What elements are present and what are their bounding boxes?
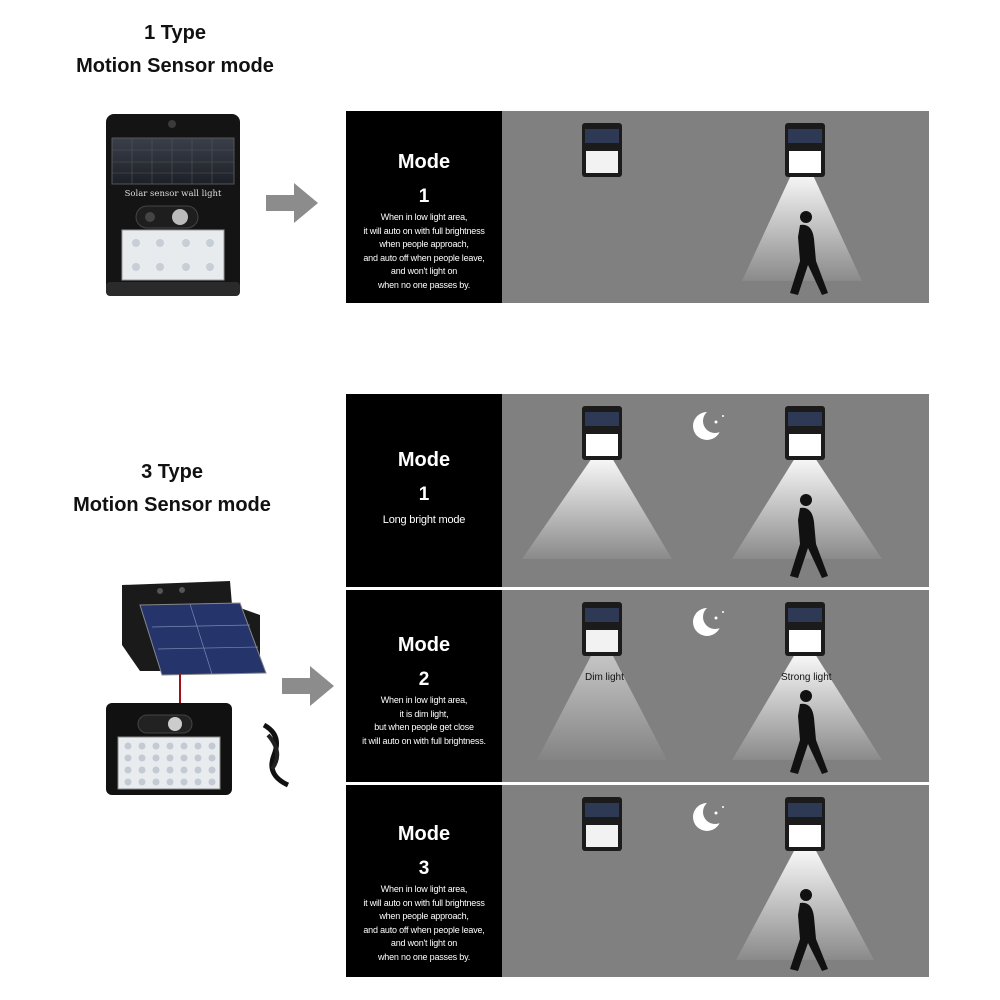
moon-icon xyxy=(693,409,727,440)
mode-info-box: Mode 2 When in low light area, it is dim… xyxy=(346,590,502,782)
led-dot xyxy=(194,742,202,750)
walking-person-icon xyxy=(790,889,828,971)
mode-scene xyxy=(502,111,929,303)
mode-number: 1 xyxy=(418,484,430,505)
led-dot xyxy=(208,766,216,774)
led-dot xyxy=(166,766,174,774)
section2-mode-label: Motion Sensor mode xyxy=(73,494,271,516)
led-dot xyxy=(180,742,188,750)
mode-number: 2 xyxy=(418,669,430,690)
mode-word: Mode xyxy=(397,823,451,845)
led-dot xyxy=(180,766,188,774)
led-dot xyxy=(208,754,216,762)
mode-word: Mode xyxy=(397,634,451,656)
walking-person-icon xyxy=(790,211,828,295)
mode-number: 1 xyxy=(418,186,430,207)
mode-panel-section1: Mode 1 When in low light area, it will a… xyxy=(346,111,929,303)
led-dot xyxy=(194,754,202,762)
dim-light-label: Dim light xyxy=(585,672,624,683)
led-dot xyxy=(138,742,146,750)
solar-light-icon xyxy=(785,123,825,177)
mode-description: When in low light area, it is dim light,… xyxy=(362,695,486,746)
led-dot xyxy=(124,742,132,750)
section2-type-label: 3 Type xyxy=(141,461,203,483)
device-printed-text: Solar sensor wall light xyxy=(125,189,222,199)
led-dot xyxy=(124,766,132,774)
mode-number: 3 xyxy=(418,858,430,879)
mode-panel-section2-mode3: Mode 3 When in low light area, it will a… xyxy=(346,785,929,977)
solar-light-icon xyxy=(582,123,622,177)
section1-type-label: 1 Type xyxy=(144,22,206,44)
moon-icon xyxy=(693,605,727,636)
mode-description: When in low light area, it will auto on … xyxy=(363,212,485,290)
led-dot xyxy=(180,778,188,786)
mode-scene: Dim light Strong light xyxy=(502,590,929,782)
mode-scene xyxy=(502,394,929,587)
section1-mode-label: Motion Sensor mode xyxy=(76,55,274,77)
led-dot xyxy=(152,766,160,774)
led-dot xyxy=(194,778,202,786)
solar-light-icon xyxy=(785,406,825,460)
solar-light-icon xyxy=(582,406,622,460)
mode-info-box: Mode 1 When in low light area, it will a… xyxy=(346,111,502,303)
section2-title: 3 Type Motion Sensor mode xyxy=(52,456,292,522)
section1-title: 1 Type Motion Sensor mode xyxy=(55,17,295,83)
arrow-right-icon xyxy=(266,183,318,228)
led-dot xyxy=(180,754,188,762)
led-dot xyxy=(138,778,146,786)
mode-info-box: Mode 1 Long bright mode xyxy=(346,394,502,587)
led-dot xyxy=(166,754,174,762)
solar-light-icon xyxy=(582,602,622,656)
walking-person-icon xyxy=(790,494,828,578)
product-image-1-type: Solar sensor wall light xyxy=(100,110,245,300)
led-dot xyxy=(166,778,174,786)
mode-description: When in low light area, it will auto on … xyxy=(363,884,485,962)
mode-description: Long bright mode xyxy=(382,514,466,526)
led-dot xyxy=(152,742,160,750)
led-dot xyxy=(152,778,160,786)
product-image-3-type xyxy=(100,575,300,800)
solar-light-icon xyxy=(582,797,622,851)
led-dot xyxy=(138,754,146,762)
mode-scene xyxy=(502,785,929,977)
strong-light-label: Strong light xyxy=(781,672,832,683)
mode-info-box: Mode 3 When in low light area, it will a… xyxy=(346,785,502,977)
led-dot xyxy=(166,742,174,750)
solar-light-icon xyxy=(785,602,825,656)
moon-icon xyxy=(693,800,727,831)
led-dot xyxy=(152,754,160,762)
mode-panel-section2-mode1: Mode 1 Long bright mode xyxy=(346,394,929,587)
led-dot xyxy=(194,766,202,774)
walking-person-icon xyxy=(790,690,828,774)
led-dot xyxy=(208,778,216,786)
mode-word: Mode xyxy=(397,151,451,173)
led-dot xyxy=(124,754,132,762)
solar-light-icon xyxy=(785,797,825,851)
mode-panel-section2-mode2: Mode 2 When in low light area, it is dim… xyxy=(346,590,929,782)
led-dot xyxy=(208,742,216,750)
arrow-right-icon xyxy=(282,666,334,711)
led-dot xyxy=(124,778,132,786)
led-dot xyxy=(138,766,146,774)
mode-word: Mode xyxy=(397,449,451,471)
